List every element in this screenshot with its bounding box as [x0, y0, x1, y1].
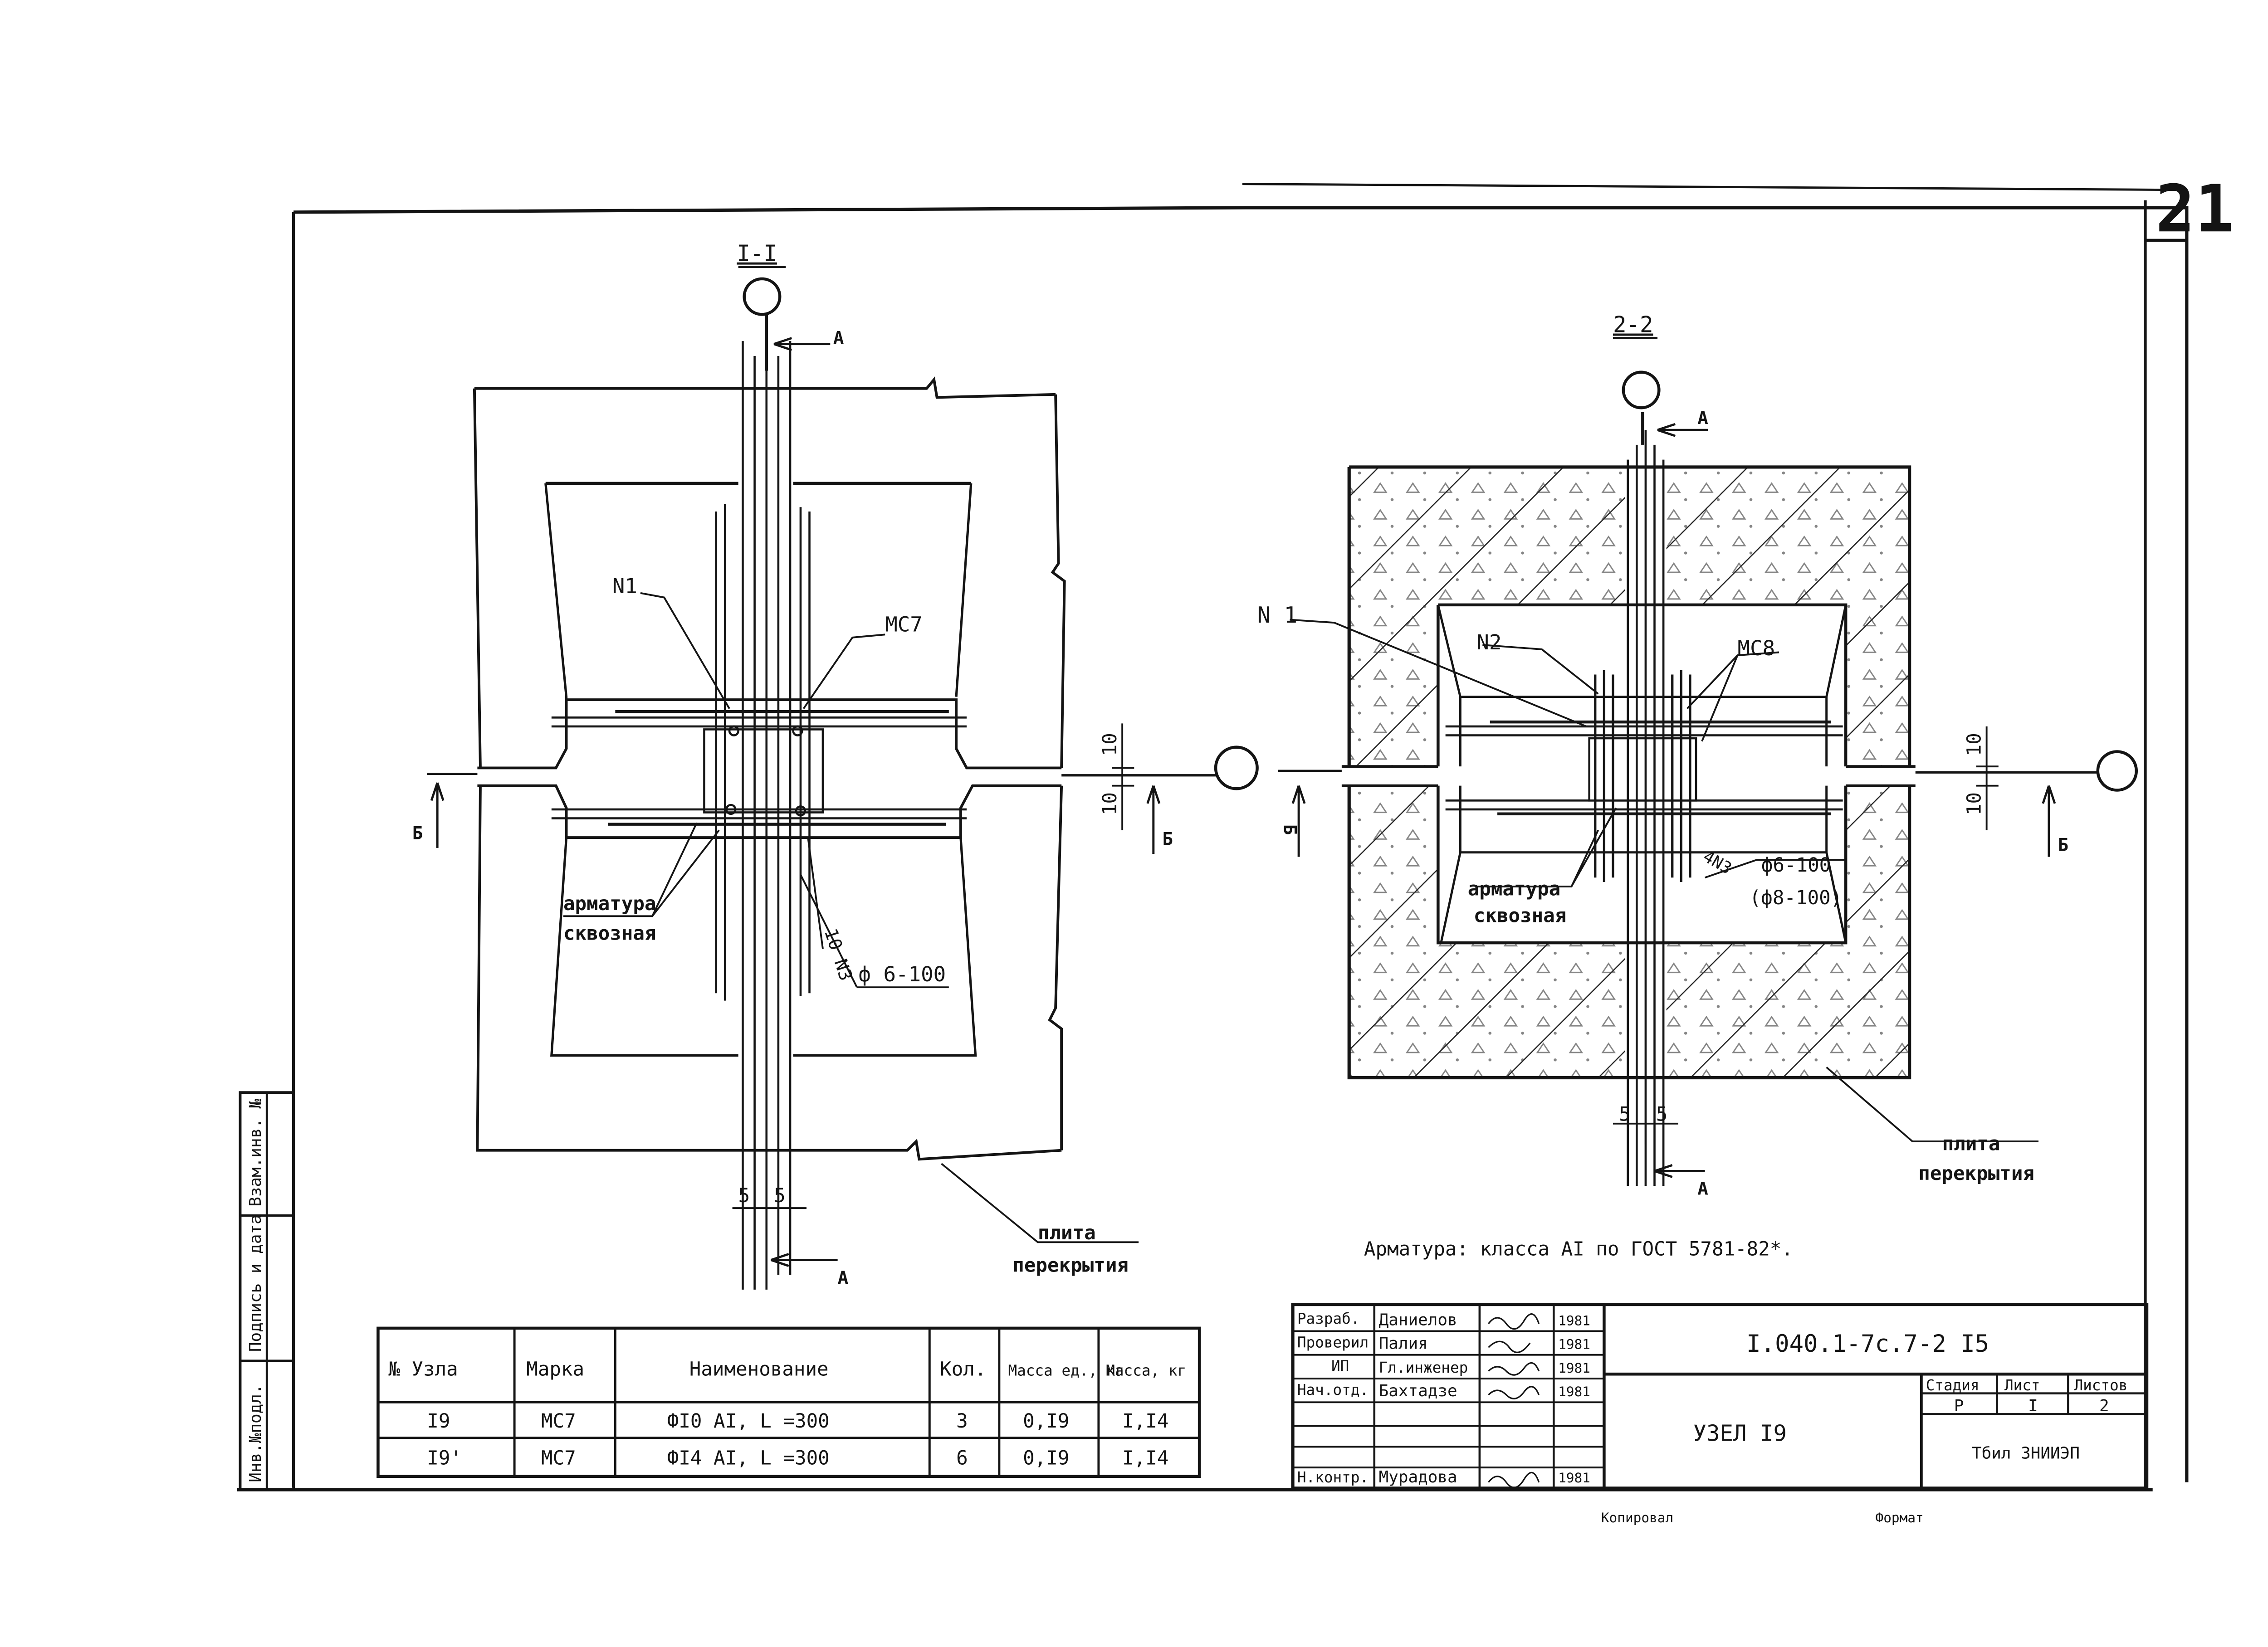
- section-1-drawing: [427, 266, 1259, 1290]
- spec-header-unit-mass: Масса ед., кг: [1008, 1362, 1124, 1379]
- section-1-label-n1: N1: [612, 574, 637, 598]
- section-2-dim-10-top: 10: [1964, 733, 1986, 756]
- tb-name-2: Палия: [1379, 1335, 1428, 1353]
- spec-row-2-mark: МС7: [541, 1447, 576, 1470]
- tb-name-5: Мурадова: [1379, 1468, 1457, 1486]
- spec-header-node: № Узла: [388, 1358, 458, 1380]
- spec-row-2-qty: 6: [956, 1447, 968, 1470]
- tb-title: УЗЕЛ I9: [1693, 1420, 1787, 1446]
- section-2-cut-top: А: [1697, 408, 1708, 429]
- tb-sheets-value: 2: [2099, 1397, 2109, 1415]
- section-2-title: 2-2: [1613, 312, 1653, 338]
- spec-header-qty: Кол.: [940, 1358, 986, 1380]
- section-1-label-armatura-2: сквозная: [563, 923, 656, 945]
- section-2-dim-5-left: 5: [1619, 1103, 1631, 1126]
- section-1-cut-top: А: [833, 328, 844, 349]
- section-1-side-b-left: Б: [412, 823, 423, 843]
- spec-row-2-mass: I,I4: [1122, 1447, 1168, 1470]
- tb-stage-value: Р: [1954, 1397, 1964, 1415]
- spec-row-1-mass: I,I4: [1122, 1410, 1168, 1433]
- section-2-dim-5-right: 5: [1656, 1103, 1668, 1126]
- section-1-dim-5-right: 5: [774, 1185, 786, 1207]
- tb-name-3: Гл.инженер: [1379, 1359, 1468, 1376]
- spec-row: I9' МС7 ФI4 AI, L =300 6 0,I9 I,I4: [427, 1447, 1168, 1470]
- tb-date-2: 1981: [1558, 1337, 1590, 1352]
- tb-role-2: Проверил: [1297, 1334, 1369, 1351]
- tb-organization: Тбил ЗНИИЭП: [1972, 1444, 2080, 1463]
- tb-date-5: 1981: [1558, 1470, 1590, 1486]
- spec-row-1-unit-mass: 0,I9: [1023, 1410, 1069, 1433]
- section-2-label-plita-2: перекрытия: [1918, 1163, 2034, 1185]
- tb-date-1: 1981: [1558, 1313, 1590, 1328]
- tb-sheets-header: Листов: [2074, 1377, 2127, 1394]
- tb-role-3: ИП: [1331, 1358, 1349, 1375]
- section-2-label-n2: N2: [1476, 630, 1501, 654]
- section-1-dim-10-bottom: 10: [1099, 792, 1121, 815]
- tb-document-code: I.040.1-7с.7-2 I5: [1746, 1330, 1989, 1358]
- tb-name-1: Даниелов: [1379, 1311, 1457, 1329]
- spec-row-1-qty: 3: [956, 1410, 968, 1433]
- spec-row-2-node: I9': [427, 1447, 462, 1470]
- tb-stage-header: Стадия: [1926, 1377, 1980, 1394]
- spec-header-name: Наименование: [689, 1358, 829, 1380]
- section-2-cut-bottom: А: [1697, 1179, 1708, 1199]
- section-2-label-n1: N 1: [1257, 602, 1298, 628]
- section-1-label-armatura-1: арматура: [563, 893, 656, 915]
- section-2-label-mc8: МС8: [1738, 636, 1775, 660]
- spec-row: I9 МС7 ФI0 AI, L =300 3 0,I9 I,I4: [427, 1410, 1168, 1433]
- section-2-label-spacing-1: ф6-100: [1761, 854, 1831, 877]
- tb-role-4: Нач.отд.: [1297, 1381, 1369, 1398]
- section-1-side-b-right: Б: [1162, 829, 1173, 849]
- section-1-dim-10-top: 10: [1099, 733, 1121, 756]
- spec-row-2-unit-mass: 0,I9: [1023, 1447, 1069, 1470]
- section-2-label-armatura-2: сквозная: [1474, 905, 1567, 927]
- section-2-label-plita-1: плита: [1942, 1133, 2000, 1155]
- tb-name-4: Бахтадзе: [1379, 1382, 1457, 1400]
- tb-role-5: Н.контр.: [1297, 1469, 1369, 1486]
- page-number: 21: [2156, 171, 2234, 247]
- stamp-replace-inv: Взам.инв. №: [246, 1099, 265, 1207]
- section-1-dim-5-left: 5: [738, 1185, 750, 1207]
- section-2-side-b-right: Б: [2058, 835, 2069, 855]
- spec-header-mass: Масса, кг: [1106, 1362, 1186, 1379]
- section-1-cut-bottom: А: [838, 1268, 849, 1288]
- section-1-label-ring: 10 N3: [820, 926, 856, 983]
- tb-role-1: Разраб.: [1297, 1310, 1360, 1327]
- spec-table-grid: [376, 1326, 1201, 1478]
- side-stamp: Инв.№подл. Подпись и дата Взам.инв. №: [239, 1091, 295, 1491]
- section-1-title: I-I: [737, 240, 777, 267]
- section-2-label-armatura-1: арматура: [1468, 878, 1561, 901]
- tb-sheet-header: Лист: [2004, 1377, 2040, 1394]
- section-2-label-spacing-2: (ф8-100): [1750, 887, 1843, 909]
- section-1-label-mc7: МС7: [885, 613, 923, 637]
- section-1-label-spacing: ф 6-100: [858, 962, 946, 986]
- section-2-side-b-left: Б: [1279, 824, 1300, 835]
- tb-sheet-value: I: [2028, 1397, 2038, 1415]
- section-2-dim-10-bottom: 10: [1964, 792, 1986, 815]
- footer-format: Формат: [1876, 1510, 1924, 1525]
- tb-date-4: 1981: [1558, 1384, 1590, 1399]
- tb-date-3: 1981: [1558, 1360, 1590, 1376]
- spec-row-1-node: I9: [427, 1410, 450, 1433]
- spec-header-mark: Марка: [526, 1358, 584, 1380]
- section-1-label-plita-1: плита: [1038, 1222, 1096, 1244]
- title-block-grid: [1291, 1302, 2149, 1490]
- section-1-label-plita-2: перекрытия: [1012, 1255, 1129, 1277]
- stamp-sign-date: Подпись и дата: [246, 1214, 265, 1352]
- footer-copied: Копировал: [1601, 1510, 1673, 1525]
- spec-row-1-name: ФI0 AI, L =300: [667, 1410, 830, 1433]
- stamp-inv-number: Инв.№подл.: [246, 1384, 265, 1482]
- spec-row-2-name: ФI4 AI, L =300: [667, 1447, 830, 1470]
- spec-row-1-mark: МС7: [541, 1410, 576, 1433]
- section-2-drawing: [1278, 337, 2138, 1186]
- general-note: Арматура: класса AI по ГОСТ 5781-82*.: [1364, 1238, 1793, 1261]
